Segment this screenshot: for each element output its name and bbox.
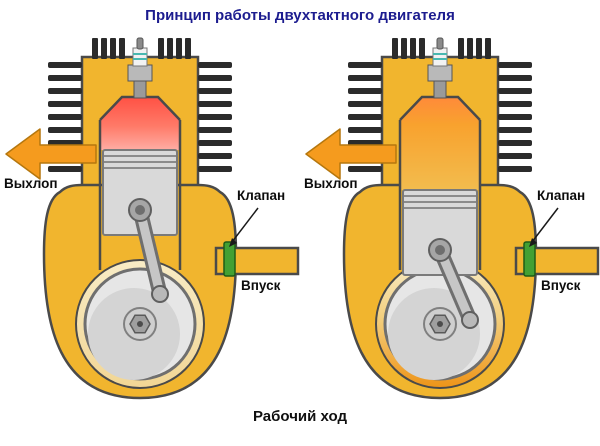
piston xyxy=(402,189,478,276)
crankshaft xyxy=(83,267,197,382)
diagram-caption: Рабочий ход xyxy=(253,408,347,425)
expanding-gases-chamber xyxy=(400,97,480,190)
combustion-chamber xyxy=(100,97,180,150)
crankshaft xyxy=(383,267,497,382)
intake-label-right: Впуск xyxy=(541,278,581,293)
diagram-title: Принцип работы двухтактного двигателя xyxy=(145,7,455,24)
diagram-row: Выхлоп Клапан Впуск xyxy=(0,30,600,400)
engine-panel-right: Выхлоп Клапан Впуск xyxy=(300,30,600,400)
intake-label-left: Впуск xyxy=(241,278,281,293)
valve-label-right: Клапан xyxy=(537,188,586,203)
valve-label-left: Клапан xyxy=(237,188,286,203)
connecting-rod xyxy=(428,238,479,329)
engine-diagram-right xyxy=(305,36,600,400)
engine-diagram-left xyxy=(5,36,300,400)
engine-panel-left: Выхлоп Клапан Впуск xyxy=(0,30,300,400)
exhaust-label-left: Выхлоп xyxy=(4,176,58,191)
piston xyxy=(102,149,178,236)
exhaust-label-right: Выхлоп xyxy=(304,176,358,191)
connecting-rod xyxy=(128,198,169,303)
